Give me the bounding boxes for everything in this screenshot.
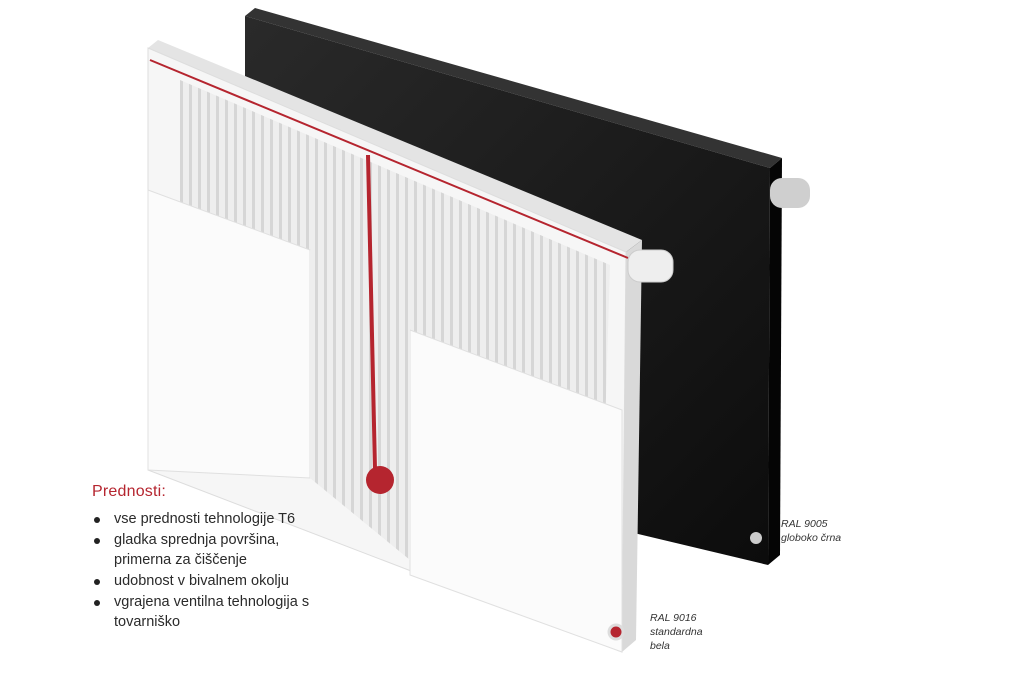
benefit-item: udobnost v bivalnem okolju [94,571,344,591]
black-color-caption: RAL 9005 globoko črna [781,517,841,545]
thermostat-head [770,178,810,208]
white-radiator [147,40,674,653]
color-name: bela [650,640,670,652]
benefit-item: gladka sprednja površina, primerna za či… [94,530,319,570]
benefits-title: Prednosti: [92,483,167,500]
valve-icon [366,466,394,494]
benefit-item: vgrajena ventilna tehnologija s tovarniš… [94,592,344,632]
benefit-item: vse prednosti tehnologije T6 [94,509,344,529]
white-color-caption: RAL 9016 standardna bela [650,611,703,653]
benefits-list: vse prednosti tehnologije T6 gladka spre… [92,509,344,632]
color-code: RAL 9016 [650,612,697,624]
color-name: standardna [650,626,703,638]
color-code: RAL 9005 [781,518,828,530]
benefits-section: Prednosti: vse prednosti tehnologije T6 … [92,483,344,633]
color-name: globoko črna [781,532,842,544]
